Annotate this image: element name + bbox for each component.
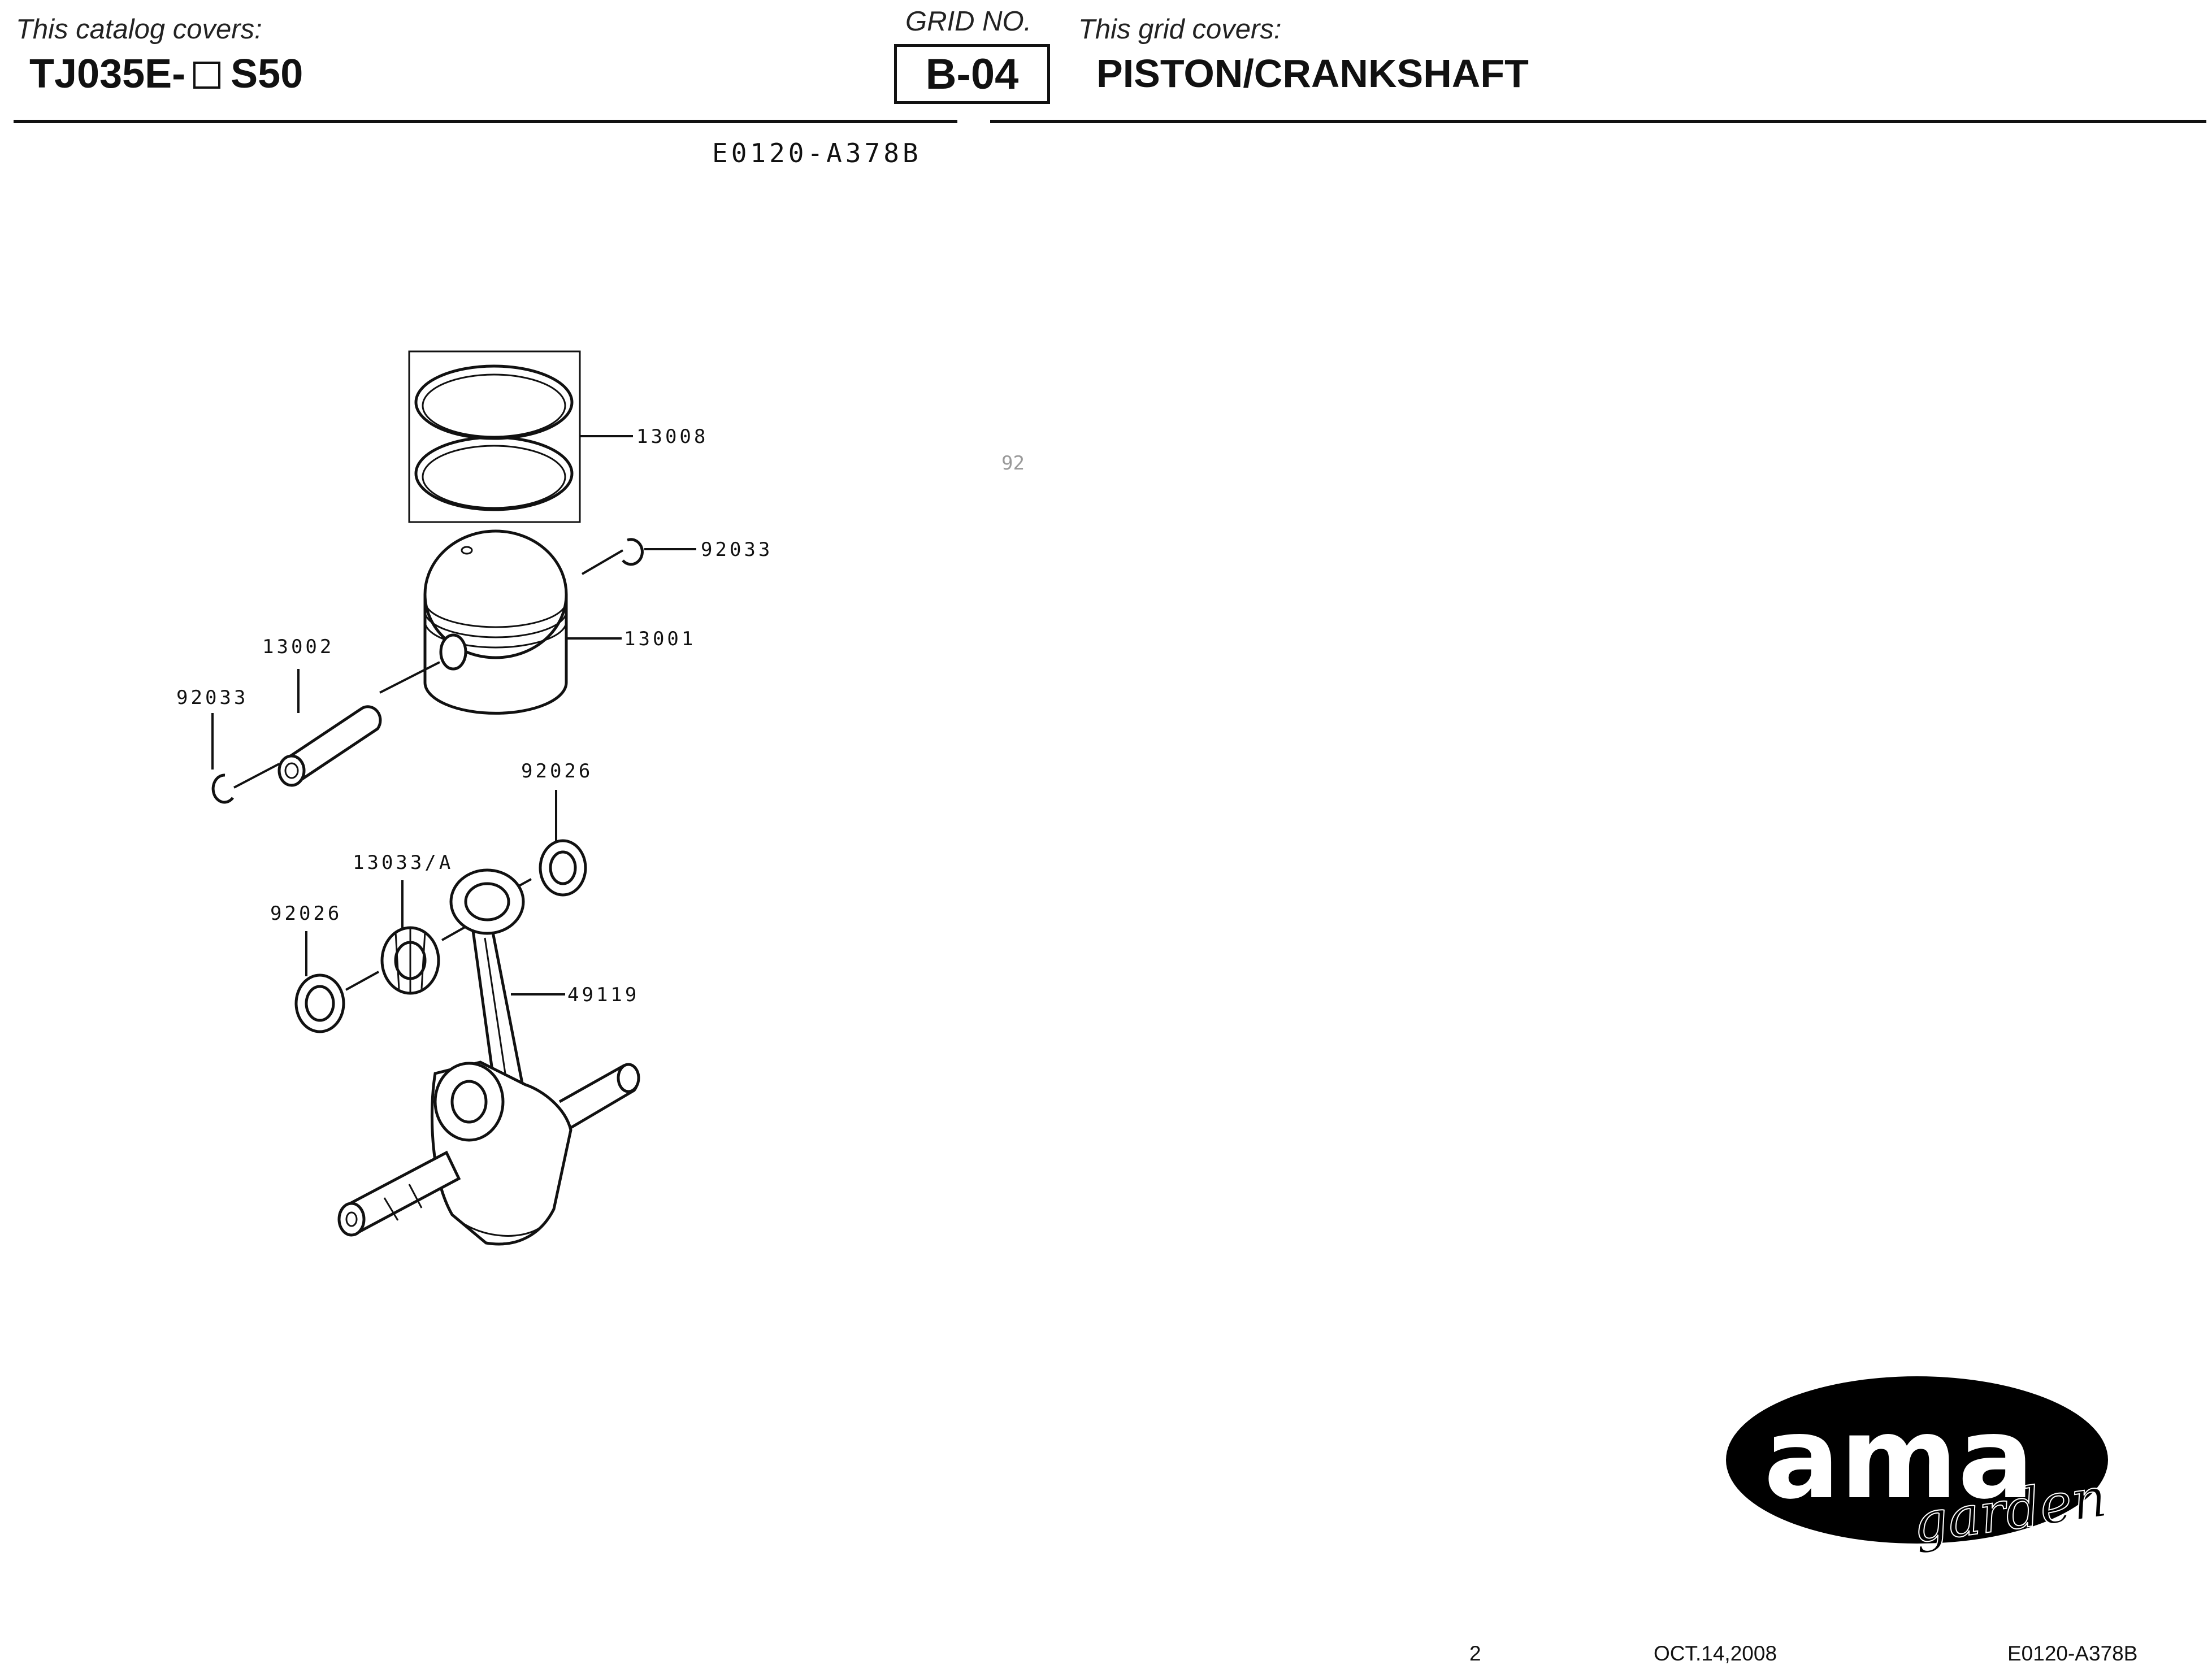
logo-ellipse [1726,1376,2108,1544]
leader-line-bearing-right [441,924,469,941]
grid-covers-title: PISTON/CRANKSHAFT [1096,51,1529,95]
catalog-code: E0120-A378B [712,138,922,168]
shaft-step-2 [408,1184,423,1208]
catalog-covers-label: This catalog covers: [16,14,262,45]
washer-upper-outer [539,839,587,897]
part-number-92026-lower: 92026 [270,902,342,925]
grid-no-label: GRID NO. [905,6,1032,37]
part-number-13033a: 13033/A [353,851,453,874]
piston-pin-bore [439,633,467,671]
footer-date: OCT.14,2008 [1654,1642,1777,1665]
model-code: TJ035E- S50 [29,51,303,97]
footer-catalog-code: E0120-A378B [2007,1642,2138,1665]
washer-upper [508,790,587,897]
piston [423,529,622,715]
needle-1 [394,932,400,989]
ama-garden-logo: ama garden [1726,1376,2111,1556]
leader-line-pin [379,661,440,694]
washer-lower-inner [305,985,335,1022]
crankshaft-left-center [345,1211,358,1227]
connecting-rod-small-end [449,868,525,935]
piston-ring-groove-1 [424,601,567,628]
grid-number: B-04 [925,50,1019,98]
piston-ring-lower [414,436,574,511]
leader-line-clip-lower [233,763,280,789]
circlip-upper-shape [622,538,644,566]
logo-brand: ama [1764,1393,2034,1524]
crankshaft-big-end-bore [450,1080,488,1124]
part-number-92033-lower: 92033 [176,686,248,709]
crankshaft-left-shaft-end [337,1202,366,1237]
crankshaft [337,868,640,1246]
part-number-92026-upper: 92026 [521,760,593,783]
counterweight-edge [451,1214,543,1237]
leader-line-washer-lower [345,971,379,991]
header-rule-right [990,120,2206,123]
crankshaft-right-shaft-end [617,1063,640,1093]
piston-ring-lower-inner [422,445,566,509]
piston-pin-body [283,705,382,783]
leader-line-clip-upper [581,549,624,575]
washer-upper-inner [549,850,577,885]
crankshaft-big-end [433,1062,505,1142]
part-number-13001: 13001 [624,628,696,650]
piston-pin-end [277,754,306,787]
part-number-13002: 13002 [262,636,334,658]
piston-pin [277,661,440,787]
needle-bearing [380,880,469,995]
circlip-lower [211,713,280,804]
model-suffix: S50 [231,51,303,97]
connecting-rod-rib [484,937,510,1097]
crankshaft-left-shaft [345,1150,461,1233]
piston-crown [423,529,568,659]
part-number-49119: 49119 [567,984,639,1006]
piston-ring-groove-3 [424,621,567,649]
connecting-rod-small-bore [464,882,510,921]
part-number-92033-upper: 92033 [701,538,773,561]
header-rule-left [14,120,957,123]
circlip-lower-shape [211,773,234,804]
piston-rings [408,350,633,523]
grid-number-box: B-04 [894,44,1050,104]
stray-text: 92 [1001,452,1025,475]
shaft-step-1 [383,1197,399,1221]
piston-pin-bore-end [284,762,299,779]
piston-ring-upper [414,364,574,440]
washer-lower-outer [294,973,345,1033]
piston-ring-groove-2 [424,611,567,638]
model-variant-box [193,62,221,89]
piston-ring-upper-inner [422,373,566,438]
washer-lower [294,931,379,1033]
model-prefix: TJ035E- [29,51,186,97]
logo-sub: garden [1909,1466,2111,1555]
circlip-upper [581,538,696,575]
needle-3 [420,932,426,989]
footer-page-number: 2 [1469,1642,1481,1665]
piston-oil-hole [461,546,473,555]
part-number-13008: 13008 [636,425,708,448]
grid-covers-label: This grid covers: [1078,14,1282,45]
